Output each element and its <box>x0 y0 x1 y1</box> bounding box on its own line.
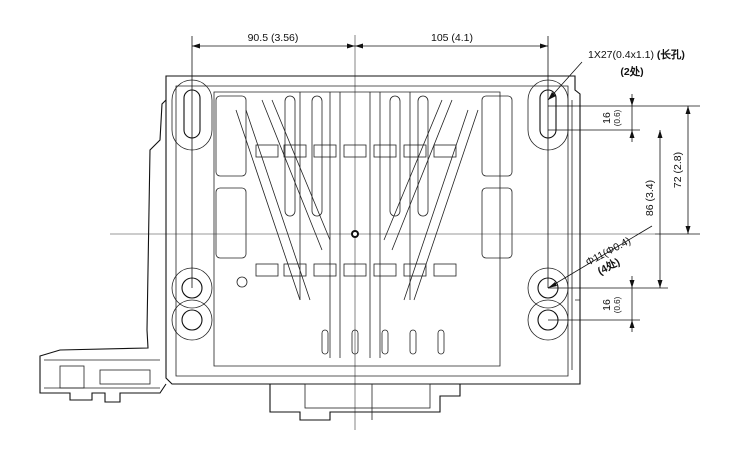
dim-width-line <box>192 43 548 49</box>
dim-bottom-offset-line <box>629 276 635 332</box>
slot-note-type: (长孔) <box>657 48 685 61</box>
dim-height-72: 72 (2.8) <box>672 152 684 188</box>
dim-top-offset-line <box>629 94 635 142</box>
dim-height-86-line <box>657 130 663 288</box>
dim-width-right: 105 (4.1) <box>431 32 473 44</box>
extension-lines <box>191 36 700 321</box>
center-mark <box>351 230 359 238</box>
slot-count: (2处) <box>620 65 643 78</box>
rib-structure <box>215 92 513 358</box>
dim-height-72-line <box>655 106 700 235</box>
slot-note: 1X27(0.4x1.1) (长孔) <box>588 48 685 61</box>
dim-width-left: 90.5 (3.56) <box>248 32 299 44</box>
housing-outline <box>39 75 581 421</box>
hole-leader <box>547 225 653 289</box>
dim-top-offset-mm: 16 <box>601 112 613 124</box>
dim-bottom-offset-mm: 16 <box>601 299 613 311</box>
dim-height-86: 86 (3.4) <box>644 180 656 216</box>
slot-leader <box>547 61 583 101</box>
round-hole-left-lower <box>171 299 213 341</box>
dim-top-offset-in: (0.6) <box>613 109 622 126</box>
slot-note-size: 1X27(0.4x1.1) <box>588 49 654 61</box>
dim-bottom-offset-in: (0.6) <box>613 296 622 313</box>
small-boss <box>236 276 248 288</box>
